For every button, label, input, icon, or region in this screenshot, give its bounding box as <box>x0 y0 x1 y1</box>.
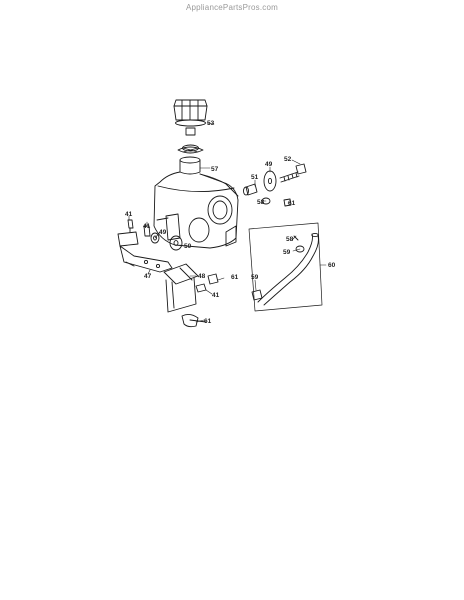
callout-41-bottom: 41 <box>212 292 220 299</box>
callout-49-right: 49 <box>265 161 273 168</box>
callout-59-hose: 59 <box>283 249 291 256</box>
callout-52: 52 <box>284 156 292 163</box>
callout-61-bottom: 61 <box>204 318 212 325</box>
site-watermark: AppliancePartsPros.com <box>186 3 278 12</box>
hose-clamp-bottom[interactable] <box>181 313 207 328</box>
callout-41-left: 41 <box>125 211 133 218</box>
callout-48: 48 <box>198 273 206 280</box>
callout-59-lower: 59 <box>251 274 259 281</box>
callout-53: 53 <box>207 120 215 127</box>
spacer[interactable] <box>243 183 258 196</box>
callout-47: 47 <box>144 273 152 280</box>
callout-41-middle: 41 <box>143 223 151 230</box>
callout-57: 57 <box>211 166 219 173</box>
callout-58-upper: 58 <box>257 199 265 206</box>
callout-51: 51 <box>251 174 259 181</box>
left-fasteners[interactable] <box>127 219 183 251</box>
callout-49-left: 49 <box>159 229 167 236</box>
fuel-tank[interactable] <box>153 156 239 249</box>
leader-lines <box>128 122 327 323</box>
callout-61-middle: 61 <box>231 274 239 281</box>
grommet-and-nut[interactable] <box>261 197 292 207</box>
callout-60: 60 <box>328 262 336 269</box>
mounting-bracket[interactable] <box>117 231 173 273</box>
fuel-line-box[interactable] <box>248 222 323 312</box>
callout-50: 50 <box>184 243 192 250</box>
heat-shield[interactable] <box>163 263 219 313</box>
fuel-cap-assembly[interactable] <box>173 99 208 154</box>
callout-61-upper: 61 <box>288 200 296 207</box>
fuel-line-hose[interactable] <box>251 232 319 306</box>
bolt-and-washer-right[interactable] <box>263 163 307 192</box>
callout-58-hose: 58 <box>286 236 294 243</box>
